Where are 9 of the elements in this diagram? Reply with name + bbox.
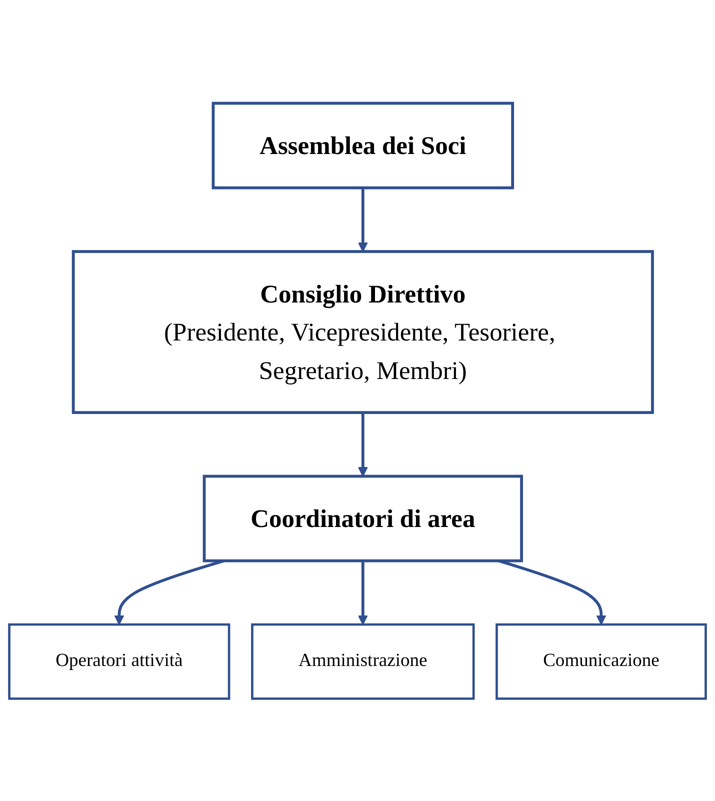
arrow bbox=[358, 560, 368, 625]
arrow bbox=[358, 187, 368, 252]
node-box bbox=[202, 474, 523, 562]
arrow bbox=[358, 412, 368, 476]
node-box bbox=[72, 250, 654, 414]
node-box bbox=[212, 101, 514, 189]
node-box bbox=[8, 622, 230, 700]
node-box bbox=[251, 622, 475, 700]
node-box bbox=[496, 622, 707, 700]
